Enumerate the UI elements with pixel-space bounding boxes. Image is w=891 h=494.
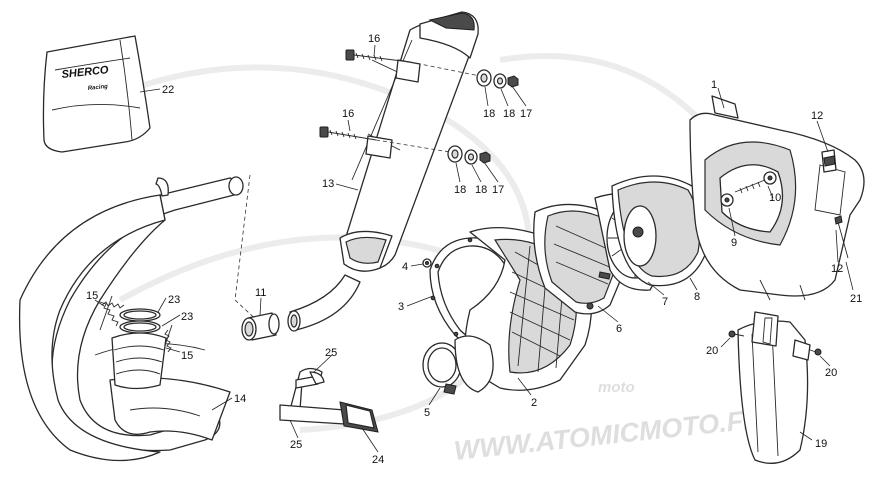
watermark-logo: moto: [598, 379, 635, 396]
callout-leaders: [94, 44, 854, 453]
callout-label-5: 5: [424, 407, 430, 419]
callout-label-24: 24: [372, 454, 384, 466]
callout-label-1: 1: [711, 79, 717, 91]
callout-label-20: 20: [706, 345, 718, 357]
part-5-hose-clamp: [422, 342, 462, 395]
callout-label-20: 20: [825, 367, 837, 379]
callout-label-9: 9: [731, 237, 737, 249]
bag-sub-text: Racing: [88, 84, 109, 92]
part-13-silencer: [339, 11, 479, 272]
callout-label-12: 12: [811, 110, 823, 122]
callout-label-22: 22: [162, 84, 174, 96]
callout-label-18: 18: [483, 108, 495, 120]
callout-label-25: 25: [325, 347, 337, 359]
part-10-bolt: [734, 171, 777, 194]
callout-label-16: 16: [342, 108, 354, 120]
part-23-sealing-rings: [111, 308, 167, 390]
callout-label-8: 8: [694, 291, 700, 303]
part-4-screw: [422, 258, 432, 268]
part-22-cover-bag: SHERCO Racing: [42, 35, 151, 153]
callout-label-17: 17: [520, 108, 532, 120]
callout-label-18: 18: [503, 108, 515, 120]
callout-label-7: 7: [662, 296, 668, 308]
callout-label-11: 11: [255, 287, 266, 299]
callout-label-17: 17: [492, 184, 504, 196]
callout-label-16: 16: [368, 33, 380, 45]
part-12-fasteners: [821, 149, 849, 259]
callout-label-21: 21: [850, 293, 862, 305]
callout-label-18: 18: [454, 184, 466, 196]
callout-label-15: 15: [86, 290, 98, 302]
callout-label-14: 14: [234, 393, 246, 405]
callout-label-15: 15: [181, 350, 193, 362]
callout-label-19: 19: [815, 438, 827, 450]
callout-label-23: 23: [181, 311, 193, 323]
callout-label-12: 12: [831, 263, 843, 275]
part-17-18-washers-nuts: [447, 69, 519, 165]
callout-label-25: 25: [290, 439, 302, 451]
callout-label-2: 2: [531, 397, 537, 409]
part-16-bolts: [319, 49, 481, 153]
callout-label-10: 10: [769, 192, 781, 204]
part-11-coupling-sleeve: [241, 312, 280, 341]
silencer-link-pipe: [287, 274, 361, 332]
callout-label-4: 4: [402, 261, 408, 273]
watermark-domain: WWW.ATOMICMOTO.FR: [452, 404, 764, 466]
callout-label-18: 18: [475, 184, 487, 196]
bag-brand-text: SHERCO: [61, 64, 109, 81]
part-24-25-breather-valve: [279, 367, 379, 433]
part-19-intake-duct: [737, 311, 811, 464]
callout-label-23: 23: [168, 294, 180, 306]
part-20-screws: [728, 330, 822, 356]
callout-label-13: 13: [322, 178, 334, 190]
callout-label-6: 6: [616, 323, 622, 335]
callout-label-3: 3: [398, 301, 404, 313]
part-8-filter-element: [611, 175, 708, 287]
